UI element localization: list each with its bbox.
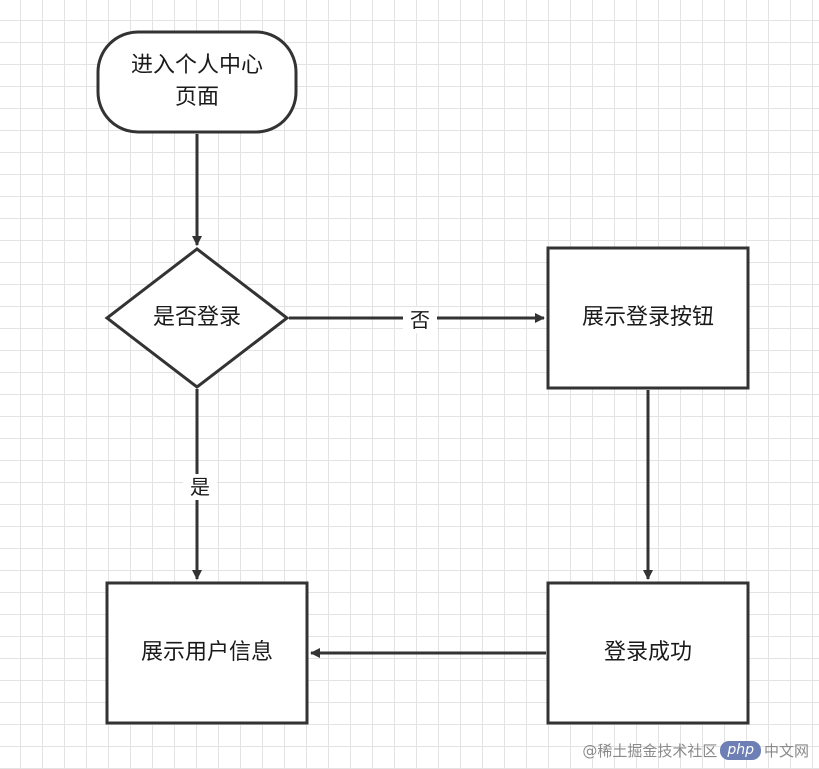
decision-node-shape (104, 247, 290, 389)
watermark-suffix: 中文网 (763, 742, 809, 760)
show-user-info-node-shape (105, 581, 309, 725)
edge-label-no: 否 (403, 307, 437, 333)
login-success-node-shape (546, 581, 750, 725)
watermark-prefix: @稀土掘金技术社区 (582, 742, 718, 760)
login-success-node-label: 登录成功 (603, 640, 692, 665)
show-login-node-shape (546, 246, 750, 390)
show-login-node-label: 展示登录按钮 (581, 305, 714, 330)
start-node-shape (96, 30, 298, 134)
start-node-label: 进入个人中心 页面 (130, 53, 263, 110)
php-badge-icon: php (720, 741, 761, 760)
edge-label-yes: 是 (183, 474, 217, 500)
show-user-info-node-label: 展示用户信息 (140, 640, 273, 665)
watermark: @稀土掘金技术社区 php 中文网 (582, 740, 809, 761)
decision-node-label: 是否登录 (152, 305, 241, 330)
